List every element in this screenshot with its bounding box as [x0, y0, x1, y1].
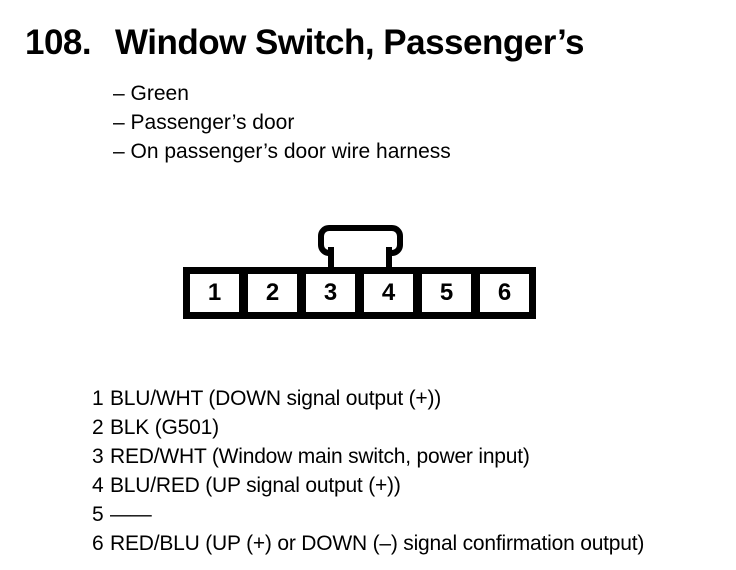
pin-label: BLU/RED (UP signal output (+)) [110, 474, 401, 497]
pin-number: 3 [92, 445, 104, 468]
pin-label: BLK (G501) [110, 416, 219, 439]
section-heading: 108. Window Switch, Passenger’s [25, 23, 585, 62]
pin-number: 6 [92, 532, 104, 555]
note-harness: – On passenger’s door wire harness [113, 140, 451, 163]
connector-cavity-2: 2 [248, 274, 297, 312]
pin-number: 5 [92, 503, 104, 526]
pin-label: RED/BLU (UP (+) or DOWN (–) signal confi… [110, 532, 645, 555]
pin-label: BLU/WHT (DOWN signal output (+)) [110, 387, 442, 410]
connector-cavity-1: 1 [190, 274, 239, 312]
connector-cavity-4: 4 [364, 274, 413, 312]
pin-label: RED/WHT (Window main switch, power input… [110, 445, 530, 468]
section-number: 108. [25, 23, 92, 62]
pin-number: 4 [92, 474, 104, 497]
pin-label: —— [110, 503, 152, 526]
page-title: Window Switch, Passenger’s [115, 23, 585, 62]
connector-cavity-5: 5 [422, 274, 471, 312]
pin-row: 5 —— [92, 500, 644, 529]
connector-body: 1 2 3 4 5 6 [183, 267, 536, 319]
pin-row: 2 BLK (G501) [92, 413, 644, 442]
connector-notes: – Green – Passenger’s door – On passenge… [113, 79, 451, 166]
note-location: – Passenger’s door [113, 111, 295, 134]
pin-legend: 1 BLU/WHT (DOWN signal output (+)) 2 BLK… [92, 384, 644, 558]
pin-number: 1 [92, 387, 104, 410]
pin-row: 6 RED/BLU (UP (+) or DOWN (–) signal con… [92, 529, 644, 558]
pin-row: 1 BLU/WHT (DOWN signal output (+)) [92, 384, 644, 413]
connector-latch-neck [328, 247, 392, 267]
note-color: – Green [113, 82, 189, 105]
pin-row: 4 BLU/RED (UP signal output (+)) [92, 471, 644, 500]
connector-cavity-3: 3 [306, 274, 355, 312]
connector-cavity-6: 6 [480, 274, 529, 312]
pin-row: 3 RED/WHT (Window main switch, power inp… [92, 442, 644, 471]
pin-number: 2 [92, 416, 104, 439]
